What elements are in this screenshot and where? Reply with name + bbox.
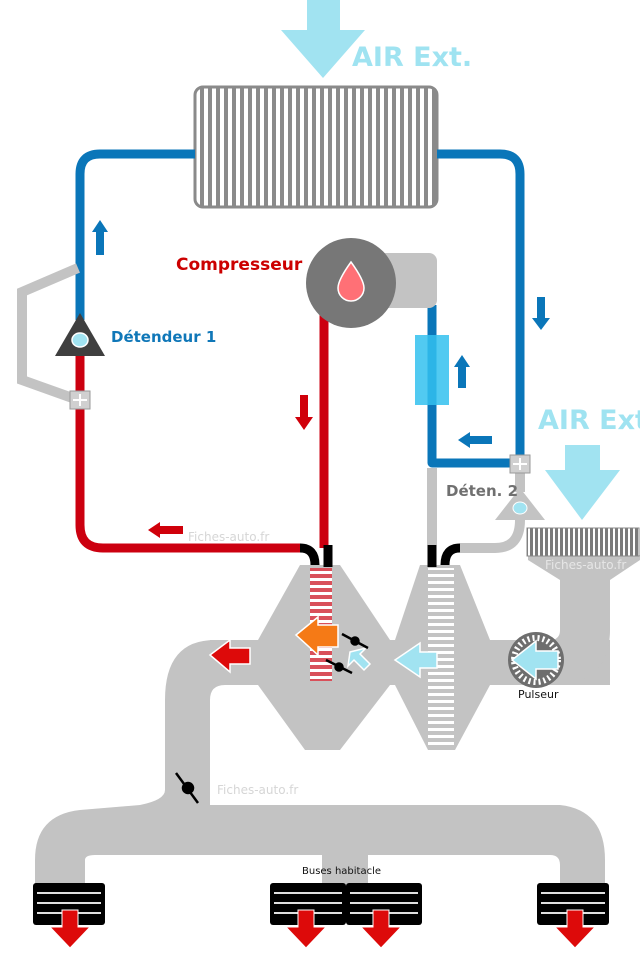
vent-center-left bbox=[270, 883, 346, 949]
cold-air-arrow bbox=[393, 641, 438, 679]
flow-arrow-down-right bbox=[532, 297, 550, 330]
watermark: Fiches-auto.fr bbox=[217, 783, 299, 797]
pipe-hot-left bbox=[75, 350, 300, 553]
hot-air-out-arrow bbox=[208, 638, 251, 674]
valve-2-blob bbox=[512, 501, 528, 515]
expansion-valve-1-label: Détendeur 1 bbox=[111, 328, 217, 346]
connectors bbox=[299, 543, 461, 567]
pipe-cold-right bbox=[437, 149, 525, 460]
air-in-arrow-right bbox=[545, 445, 620, 520]
vent-right bbox=[537, 883, 609, 949]
mix-flaps bbox=[174, 632, 369, 804]
internal-exchanger bbox=[415, 335, 449, 405]
compressor-label: Compresseur bbox=[176, 255, 303, 275]
pipe-low-right bbox=[460, 519, 525, 553]
vents-label: Buses habitacle bbox=[302, 866, 382, 877]
flow-arrow-up-left bbox=[92, 220, 108, 255]
bypass-air-arrow bbox=[346, 646, 372, 672]
drop-icon bbox=[337, 260, 365, 302]
cabin-vents bbox=[33, 883, 609, 949]
watermark: Fiches-auto.fr bbox=[545, 558, 627, 572]
air-ext-top-label: AIR Ext. bbox=[352, 42, 473, 73]
flow-arrow-up-exchanger bbox=[454, 355, 470, 388]
three-way-valve-right bbox=[509, 454, 531, 474]
flow-arrow-left-hot bbox=[148, 522, 183, 538]
air-ext-right-label: AIR Ext. bbox=[538, 405, 640, 436]
air-in-arrow-top bbox=[281, 0, 365, 78]
vent-center-right bbox=[346, 883, 422, 949]
pipe-cold-left bbox=[75, 149, 195, 320]
blower-icon bbox=[508, 632, 564, 688]
flow-arrow-left-junction bbox=[458, 432, 492, 448]
flow-arrow-down-hot bbox=[295, 395, 313, 430]
vent-left bbox=[33, 883, 105, 949]
valve-1-blob bbox=[71, 332, 89, 348]
intake-grill bbox=[526, 527, 640, 557]
expansion-valve-2-label: Déten. 2 bbox=[446, 482, 519, 500]
heated-air-arrow bbox=[294, 615, 339, 657]
watermark: Fiches-auto.fr bbox=[188, 530, 270, 544]
blower-label: Pulseur bbox=[518, 688, 559, 701]
three-way-valve-left bbox=[69, 390, 91, 410]
bypass-loop bbox=[17, 263, 80, 405]
bottom-duct bbox=[200, 805, 605, 890]
air-ducts bbox=[35, 555, 640, 890]
condenser-frame bbox=[193, 85, 439, 209]
